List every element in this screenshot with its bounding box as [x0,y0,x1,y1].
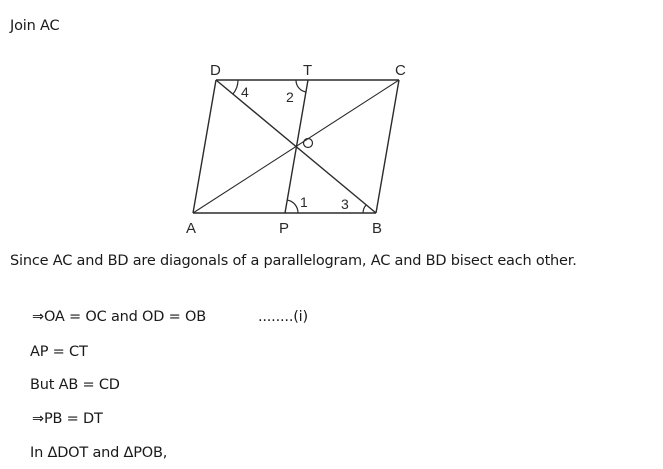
equation-text: AP = CT [30,344,88,360]
proof-line-5: In ΔDOT and ΔPOB, [30,444,167,462]
parallelogram-figure: D T C A P B 4 2 1 3 [186,62,406,237]
angle-2-arc [295,79,307,93]
side-da [192,79,217,214]
label-d: D [210,62,221,79]
angle-3-label: 3 [341,196,349,212]
angle-1-label: 1 [300,194,308,210]
statement-paragraph: Since AC and BD are diagonals of a paral… [10,253,577,269]
label-c: C [395,62,406,79]
segment-pt [284,79,309,214]
equation-ref: ........(i) [257,309,308,325]
equation-text: OA = OC and OD = OB [43,309,206,325]
label-a: A [186,220,196,237]
angle-2-label: 2 [286,89,294,105]
implies-symbol: ⇒ [32,411,44,427]
angle-1-arc [286,199,299,214]
proof-line-3: But AB = CD [30,376,120,394]
angle-3-arc [362,204,367,214]
equation-text: But AB = CD [30,377,120,393]
equation-text: PB = DT [43,411,103,427]
proof-line-2: AP = CT [30,343,88,361]
angle-4-label: 4 [241,84,249,100]
equation-text: In ΔDOT and ΔPOB, [30,445,168,461]
label-b: B [372,220,382,237]
point-o-marker [302,137,314,149]
angle-4-arc [232,79,239,95]
side-cb [375,79,400,214]
proof-line-1: ⇒OA = OC and OD = OB ........(i) [32,308,308,326]
proof-line-4: ⇒PB = DT [32,410,103,428]
label-p: P [279,220,289,237]
label-t: T [303,62,312,79]
implies-symbol: ⇒ [32,309,44,325]
figure-lines [192,79,400,214]
heading-join-ac: Join AC [10,18,60,34]
